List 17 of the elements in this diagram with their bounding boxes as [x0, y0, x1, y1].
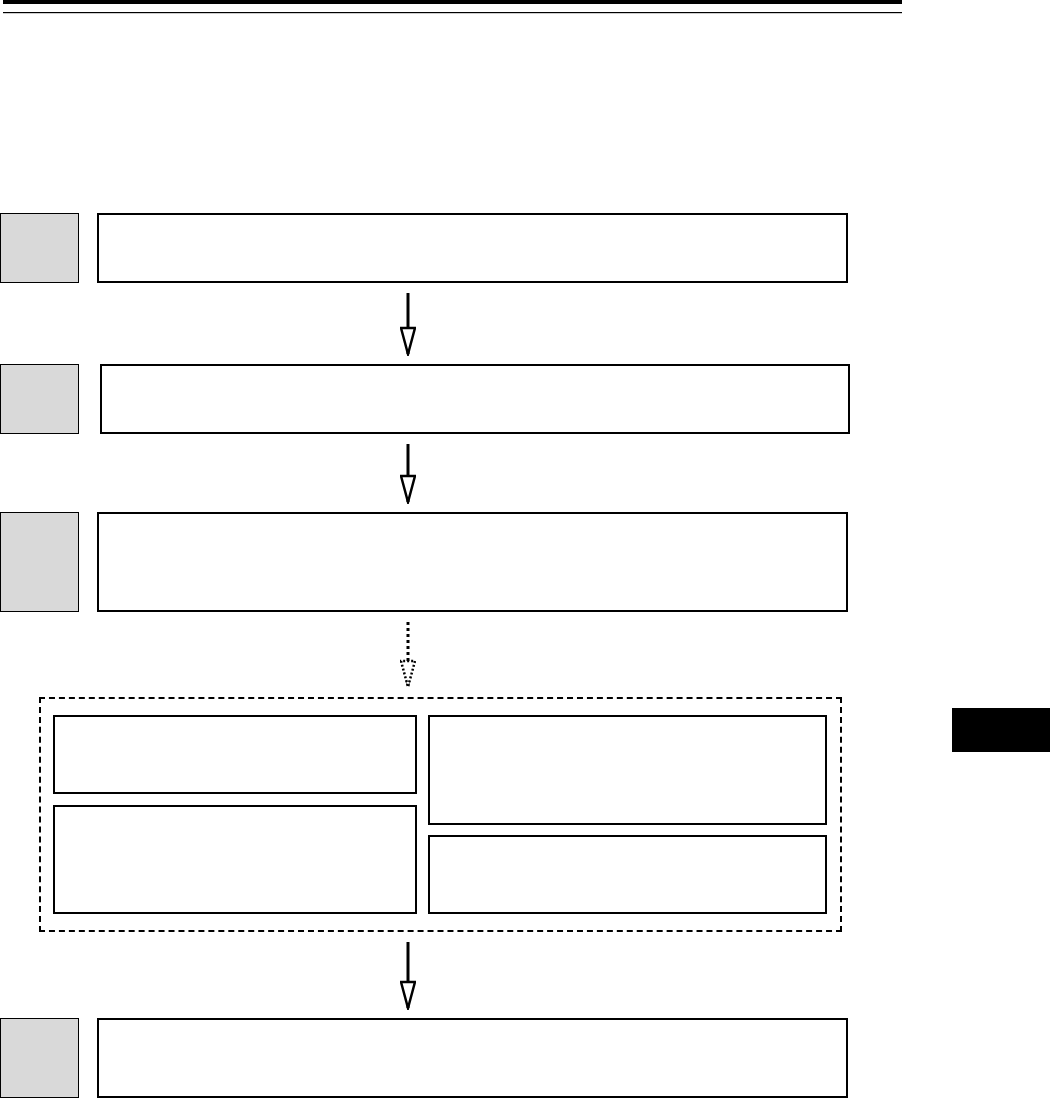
arrow — [399, 444, 417, 504]
arrow — [399, 622, 417, 689]
step-tab — [0, 1018, 79, 1098]
process-box — [97, 1018, 848, 1098]
arrow — [399, 942, 417, 1010]
process-box — [53, 805, 417, 914]
step-tab — [0, 364, 79, 434]
process-box — [428, 715, 827, 825]
arrow — [399, 293, 417, 356]
process-box — [53, 715, 417, 794]
step-tab — [0, 512, 79, 612]
group-frame — [39, 697, 842, 932]
process-box — [428, 835, 827, 914]
process-box — [100, 364, 850, 434]
process-box — [97, 512, 848, 612]
process-box — [97, 213, 848, 283]
step-tab — [0, 213, 79, 283]
